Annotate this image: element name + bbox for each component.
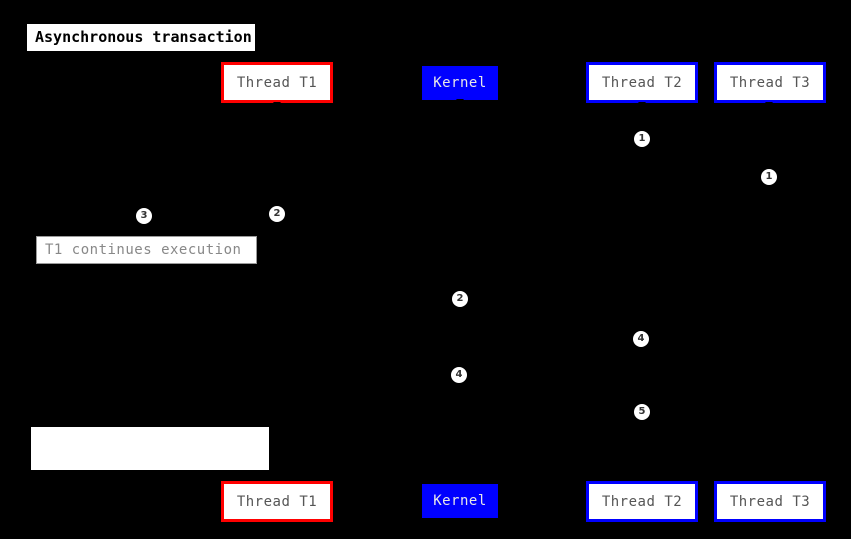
participant-thread-t3-foot[interactable]: Thread T3 (714, 481, 826, 522)
note-t1-continues: T1 continues execution (36, 236, 257, 264)
marker-kernel-4: 4 (451, 367, 467, 383)
participant-label: Thread T2 (601, 74, 683, 91)
participant-thread-t2-head[interactable]: Thread T2 (586, 62, 698, 103)
lifeline-arrow-nub-thread-t1-foot (273, 477, 281, 482)
participant-label: Kernel (433, 493, 487, 509)
participant-label: Thread T1 (236, 493, 318, 510)
lifeline-thread-t2 (642, 103, 643, 481)
participant-thread-t2-foot[interactable]: Thread T2 (586, 481, 698, 522)
note-label: T1 continues execution (45, 242, 242, 258)
marker-t2-5: 5 (634, 404, 650, 420)
lifeline-thread-t1 (277, 103, 278, 481)
marker-t3-1: 1 (761, 169, 777, 185)
participant-label: Thread T3 (729, 74, 811, 91)
marker-t1-2: 2 (269, 206, 285, 222)
participant-thread-t1-foot[interactable]: Thread T1 (221, 481, 333, 522)
note-blank-note (31, 427, 269, 470)
lifeline-arrow-nub-kernel-foot (456, 480, 464, 485)
participant-label: Thread T1 (236, 74, 318, 91)
participant-label: Thread T3 (729, 493, 811, 510)
lifeline-arrow-nub-thread-t2-foot (638, 477, 646, 482)
participant-kernel-head[interactable]: Kernel (422, 66, 498, 100)
lifeline-arrow-nub-kernel-head (456, 99, 464, 104)
lifeline-arrow-nub-thread-t1-head (273, 102, 281, 107)
marker-t2-1: 1 (634, 131, 650, 147)
lifeline-thread-t3 (769, 103, 770, 481)
participant-label: Kernel (433, 75, 487, 91)
marker-kernel-2: 2 (452, 291, 468, 307)
participant-kernel-foot[interactable]: Kernel (422, 484, 498, 518)
participant-label: Thread T2 (601, 493, 683, 510)
lifeline-arrow-nub-thread-t3-head (765, 102, 773, 107)
lifeline-arrow-nub-thread-t3-foot (765, 477, 773, 482)
lifeline-arrow-nub-thread-t2-head (638, 102, 646, 107)
diagram-title: Asynchronous transaction (27, 24, 255, 51)
participant-thread-t3-head[interactable]: Thread T3 (714, 62, 826, 103)
marker-t2-4: 4 (633, 331, 649, 347)
participant-thread-t1-head[interactable]: Thread T1 (221, 62, 333, 103)
marker-t1-3: 3 (136, 208, 152, 224)
